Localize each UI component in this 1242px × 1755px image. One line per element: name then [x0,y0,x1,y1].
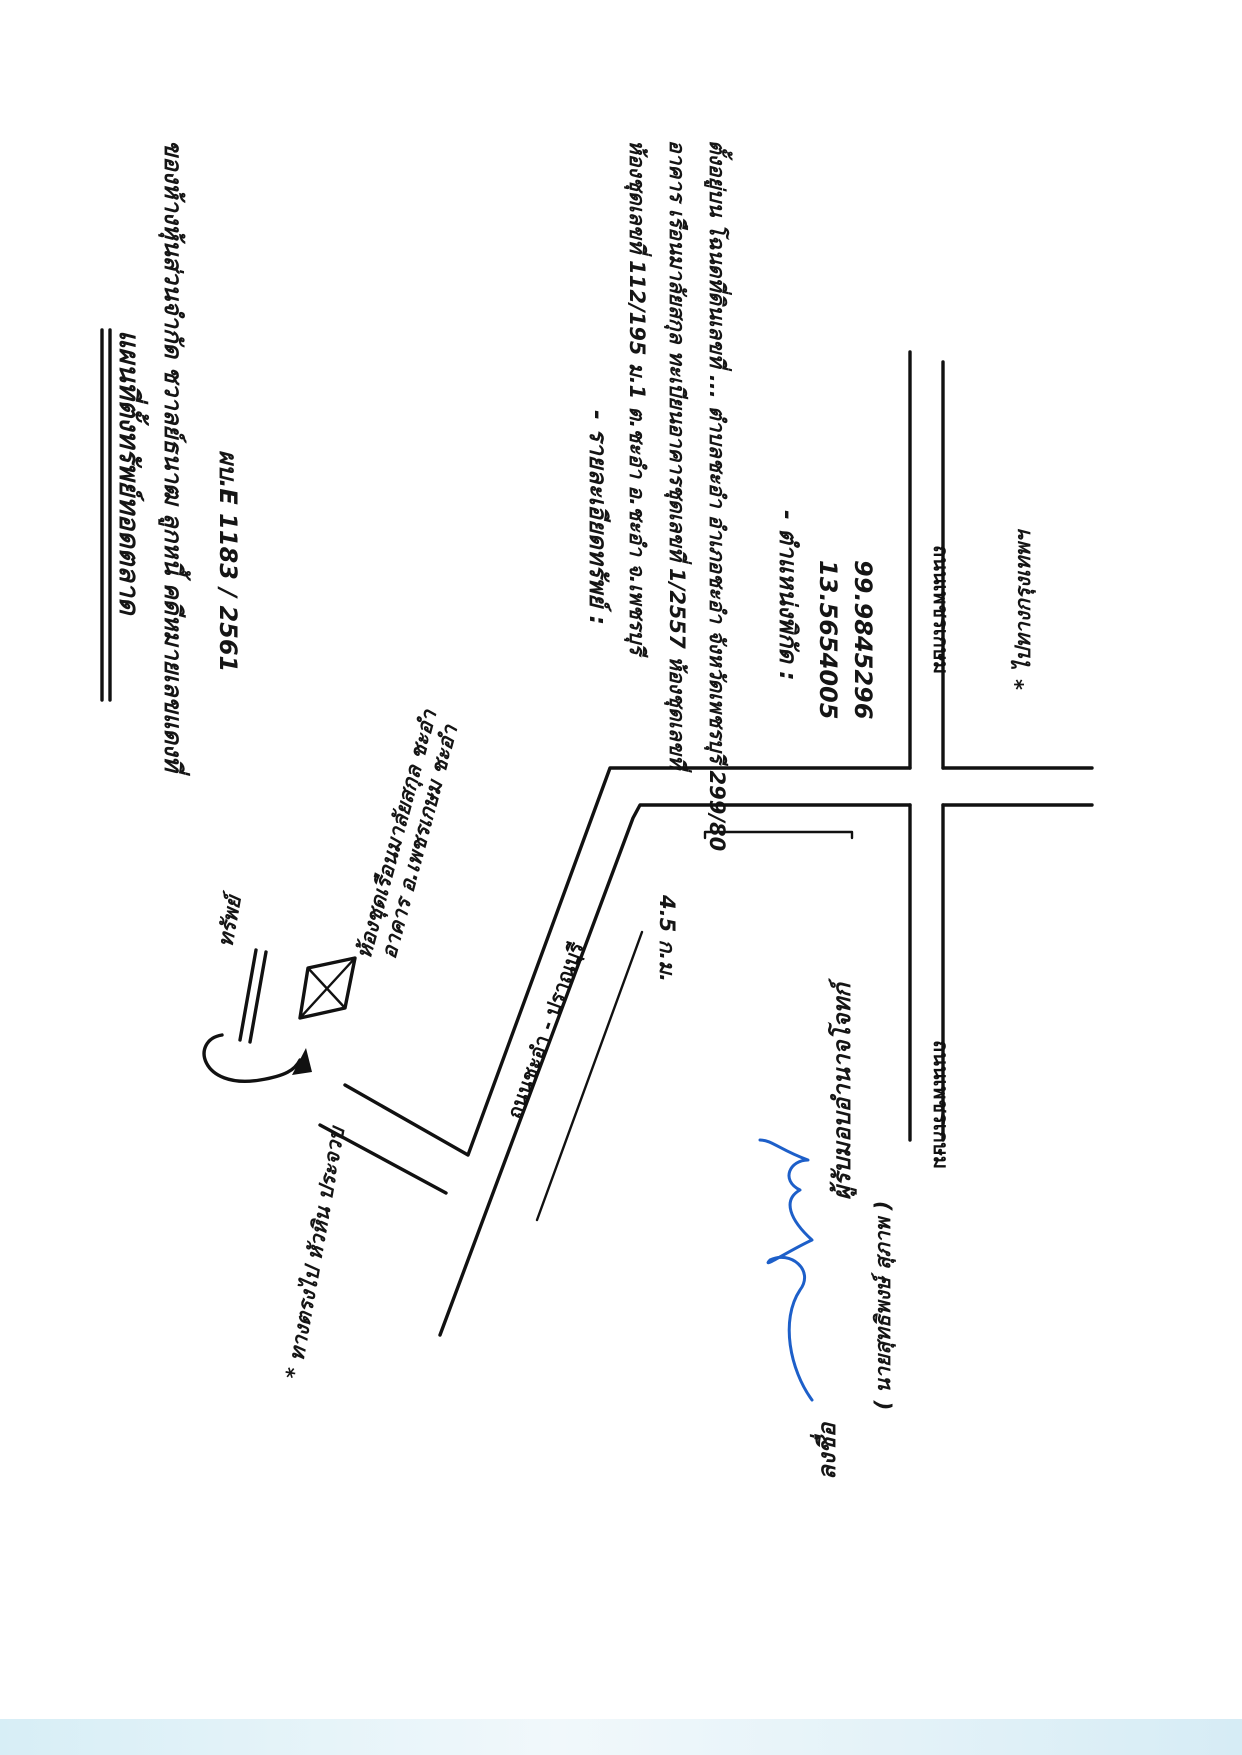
coords-lat: 13.5654005 [814,560,842,719]
spur-road-edge [318,1123,448,1195]
property-line2: อาคาร เรือนมาลัยสกุล ทะเบียนอาคารชุดเลขท… [664,140,692,773]
signature-scribble [758,1138,814,1402]
signoff-role: ผู้รับมอบอำนาจโจทก์ [827,977,857,1200]
property-line1: ห้องชุดเลขที่ 112/195 ม.1 ต.ชะอำ อ.ชะอำ … [624,140,652,659]
property-marker: ทรัพย์ ห้องชุดเรือนมาลัยสกุล ชะอำ อาคาร … [202,706,462,1083]
signoff-block: ลงชื่อ ผู้รับมอบอำนาจโจทก์ ( นายสุทธิพงษ… [758,977,896,1480]
side-road-lower-edge [438,803,912,1337]
signoff-name: ( นายสุทธิพงษ์ สุภาพ ) [871,1201,896,1410]
road-label-main-bottom: ถนนเพชรเกษม [929,1040,953,1169]
coords-heading: - ตำแหน่งพิกัด : [774,510,802,681]
scan-edge-band [0,1719,1242,1755]
pointer-curve [202,1033,302,1083]
property-tag-underline-2 [248,950,268,1044]
property-tag: ทรัพย์ [213,889,246,949]
property-line3: ตั้งอยู่บน โฉนดที่ดินเลขที่ ... ตำบลชะอำ… [704,140,733,851]
signoff-prefix: ลงชื่อ [809,1421,841,1480]
property-box-cross-2 [306,966,347,1010]
side-road-upper-edge [343,766,912,1157]
distance-label: 4.5 ก.ม. [655,894,679,982]
coords-lon: 99.9845296 [849,560,877,719]
property-heading: - รายละเอียดทรัพย์ : [584,410,612,625]
direction-note: * ไปทางกรุงเทพฯ [1010,529,1036,690]
note-bottom-left: * ทางตรงไป หัวหิน ประจวบ [280,1123,349,1381]
road-label-main-top: ถนนเพชรเกษม [929,545,953,674]
distance-marker-top [703,830,854,840]
case-number: ผบ.E 1183 / 2561 [214,450,242,672]
header-block: แผนที่ตั้งทรัพย์ทอดตลาด ของห้างหุ้นส่วนจ… [100,140,877,851]
distance-marker-diagonal [535,930,644,1222]
road-network [318,350,1094,1337]
map-title: แผนที่ตั้งทรัพย์ทอดตลาด [113,330,150,616]
header-line2: ของห้างหุ้นส่วนจำกัด ชวาลย์ธนาฒ ลูกหนี้ … [158,140,191,776]
property-tag-underline-1 [238,948,258,1042]
pointer-arrow-icon [292,1048,312,1075]
